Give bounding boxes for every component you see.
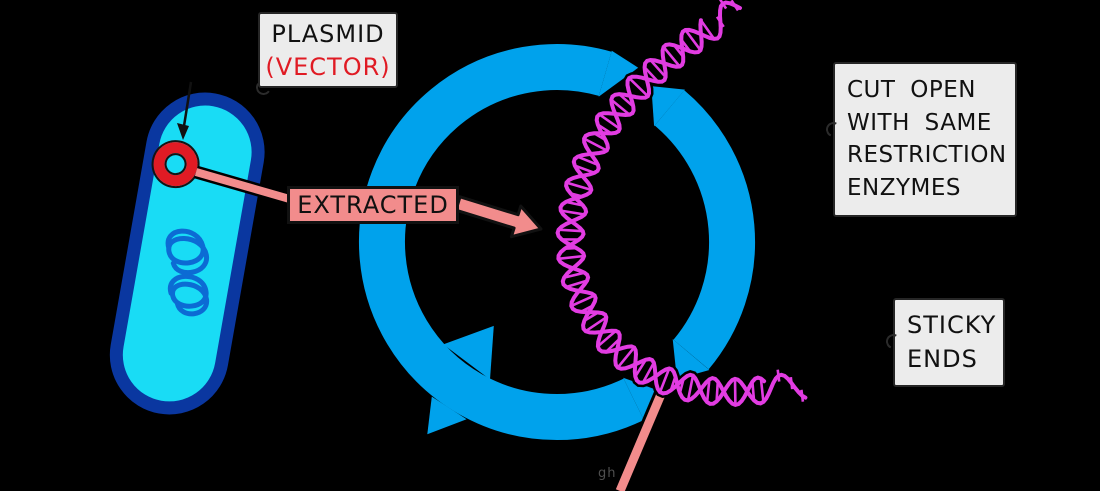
extracted-arrow	[454, 195, 543, 239]
sticky-ends-label: STICKY ENDS	[883, 298, 1005, 388]
arrow-into-bacterium	[177, 81, 193, 140]
sticky-ends-line: STICKY	[907, 311, 997, 339]
sticky-end-pointer-line	[613, 389, 669, 491]
ring-cut-tip	[598, 50, 639, 97]
ring-end-spike	[427, 396, 467, 435]
ring-end-tooth	[443, 325, 494, 380]
bacterium-cell-wall	[109, 92, 265, 415]
ring-cut-tip	[623, 377, 662, 421]
plasmid-ring	[359, 44, 756, 440]
extraction-connector	[194, 165, 302, 209]
plasmid-label: PLASMID (VECTOR)	[254, 12, 398, 97]
cut-open-line: CUT OPEN	[847, 77, 976, 103]
cut-open-label: CUT OPEN WITH SAME RESTRICTION ENZYMES	[823, 62, 1017, 217]
vector-label-text: (VECTOR)	[265, 52, 391, 81]
extracted-label: EXTRACTED	[287, 186, 459, 224]
watermark-text: gh	[598, 466, 617, 481]
plasmid-label-text: PLASMID	[271, 19, 385, 48]
chromosomal-dna-tangle	[165, 228, 210, 317]
cut-open-line: WITH SAME	[847, 109, 992, 136]
sticky-ends-line: ENDS	[907, 344, 978, 373]
cut-open-line: ENZYMES	[847, 174, 962, 201]
dna-helix	[552, 0, 810, 410]
ring-cut-tip	[651, 86, 685, 127]
extracted-label-text: EXTRACTED	[297, 191, 449, 219]
bacterium	[109, 92, 265, 415]
cut-open-line: RESTRICTION	[847, 142, 1007, 169]
ring-cut-tip	[672, 339, 710, 380]
